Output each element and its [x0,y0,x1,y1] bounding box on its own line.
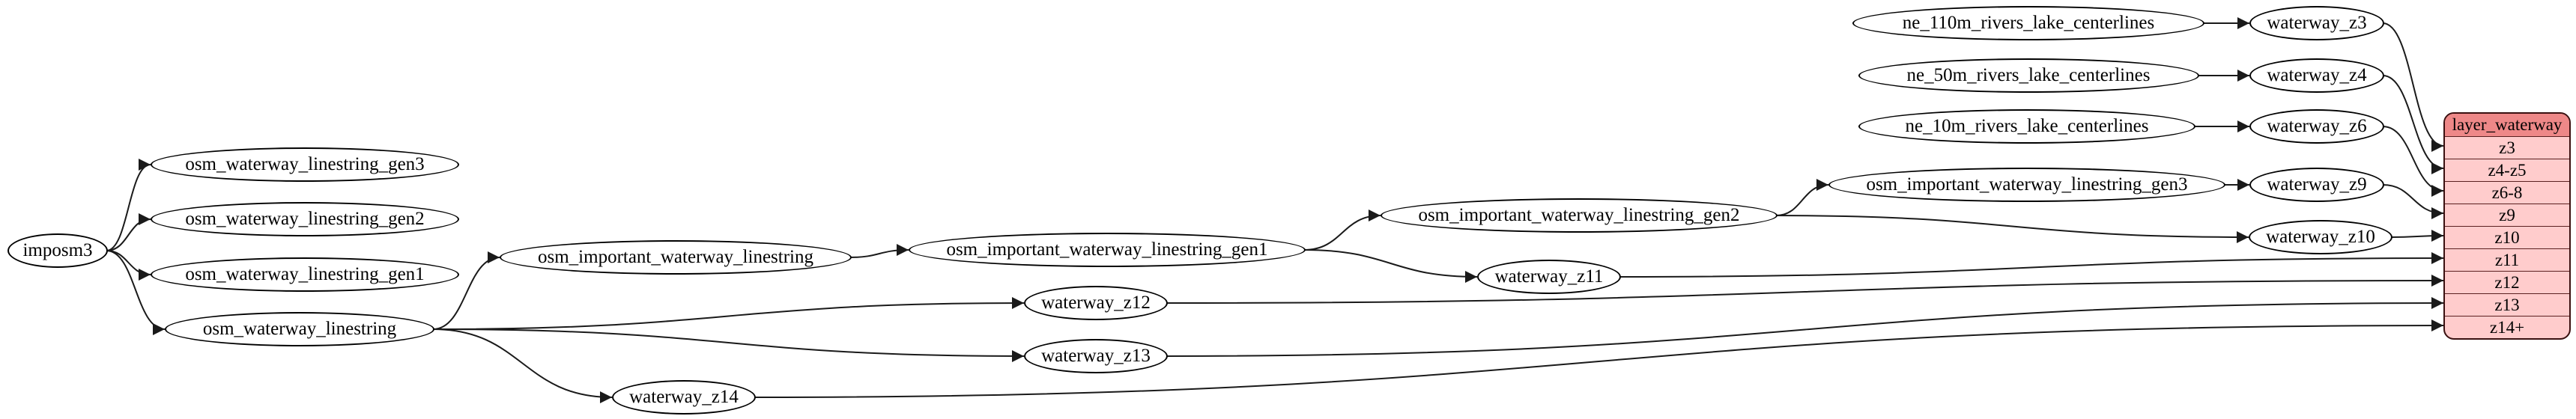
layer-table-row-label: z13 [2494,295,2520,314]
edge-osm_important_waterway_linestring_gen1-to-osm_important_waterway_linestring_gen2 [1303,210,1381,251]
node-waterway_z13: waterway_z13 [1024,339,1168,373]
node-label: ne_110m_rivers_lake_centerlines [1902,13,2155,33]
node-osm_waterway_linestring_gen1: osm_waterway_linestring_gen1 [151,257,459,292]
node-label: osm_waterway_linestring [202,319,397,339]
edge-osm_important_waterway_linestring_gen1-to-waterway_z11 [1303,249,1478,283]
node-waterway_z6: waterway_z6 [2249,109,2384,144]
edge-osm_waterway_linestring-to-waterway_z12 [432,297,1025,330]
node-label: waterway_z14 [629,387,739,407]
layer-table-row-label: z11 [2494,250,2520,269]
layer-table-row-z3: z3 [2445,136,2569,159]
edge-waterway_z12-to-layer_waterway-z12 [1166,275,2444,304]
edge-waterway_z10-to-layer_waterway-z10 [2390,230,2444,242]
node-osm_important_waterway_linestring_gen3: osm_important_waterway_linestring_gen3 [1828,168,2225,202]
edge-imposm3-to-osm_waterway_linestring_gen3 [106,159,151,251]
node-label: ne_50m_rivers_lake_centerlines [1906,65,2151,85]
layer-table-row-z10: z10 [2445,226,2569,248]
node-osm_waterway_linestring_gen2: osm_waterway_linestring_gen2 [151,202,459,236]
node-waterway_z12: waterway_z12 [1024,286,1168,320]
edge-waterway_z14-to-layer_waterway-z14+ [754,319,2444,398]
node-label: waterway_z13 [1041,346,1151,366]
edge-osm_waterway_linestring-to-waterway_z14 [432,328,613,403]
node-label: ne_10m_rivers_lake_centerlines [1905,116,2149,136]
layer-table-row-label: z10 [2494,227,2520,247]
node-label: osm_important_waterway_linestring_gen2 [1418,205,1740,225]
edge-waterway_z6-to-layer_waterway-z6-8 [2382,126,2444,197]
layer-table-row-z4-z5: z4-z5 [2445,159,2569,181]
node-osm_waterway_linestring_gen3: osm_waterway_linestring_gen3 [151,147,459,182]
node-ne_50m_rivers_lake_centerlines: ne_50m_rivers_lake_centerlines [1858,58,2199,93]
edge-waterway_z3-to-layer_waterway-z3 [2382,22,2444,152]
layer-table-row-label: z4-z5 [2488,160,2527,180]
edge-imposm3-to-osm_waterway_linestring [106,250,166,335]
layer-table-row-label: z3 [2499,138,2515,157]
layer-table-row-z11: z11 [2445,248,2569,271]
node-label: waterway_z11 [1494,266,1604,287]
edge-waterway_z13-to-layer_waterway-z13 [1166,297,2444,357]
node-label: waterway_z4 [2267,65,2367,85]
layer-table-row-z12: z12 [2445,271,2569,293]
node-imposm3: imposm3 [7,233,108,268]
node-ne_10m_rivers_lake_centerlines: ne_10m_rivers_lake_centerlines [1858,109,2195,144]
edge-imposm3-to-osm_waterway_linestring_gen2 [106,213,151,251]
edge-osm_important_waterway_linestring_gen2-to-osm_important_waterway_linestring_gen3 [1775,179,1829,216]
node-waterway_z4: waterway_z4 [2249,58,2384,93]
node-label: waterway_z6 [2267,116,2367,136]
layer-table-row-label: z12 [2494,272,2520,292]
edge-osm_important_waterway_linestring_gen2-to-waterway_z10 [1775,215,2249,243]
layer-table-row-label: z9 [2499,205,2515,224]
edge-osm_important_waterway_linestring-to-osm_important_waterway_linestring_gen1 [849,244,909,258]
node-osm_important_waterway_linestring_gen2: osm_important_waterway_linestring_gen2 [1381,198,1778,233]
node-waterway_z11: waterway_z11 [1477,260,1621,294]
node-ne_110m_rivers_lake_centerlines: ne_110m_rivers_lake_centerlines [1852,6,2204,40]
edge-osm_waterway_linestring-to-waterway_z13 [432,328,1025,362]
edge-osm_waterway_linestring-to-osm_important_waterway_linestring [432,251,500,330]
layer-table-header: layer_waterway [2445,114,2569,136]
edge-waterway_z9-to-layer_waterway-z9 [2382,184,2444,219]
node-label: osm_waterway_linestring_gen1 [185,264,425,284]
edge-waterway_z4-to-layer_waterway-z4-z5 [2382,75,2444,174]
node-label: waterway_z10 [2266,227,2375,247]
node-label: osm_waterway_linestring_gen2 [185,209,425,229]
node-waterway_z9: waterway_z9 [2249,168,2384,202]
node-osm_important_waterway_linestring_gen1: osm_important_waterway_linestring_gen1 [909,233,1306,267]
node-waterway_z3: waterway_z3 [2249,6,2384,40]
layer-table-row-z14+: z14+ [2445,316,2569,338]
layer-table-header-label: layer_waterway [2452,115,2563,134]
layer-table-layer_waterway: layer_waterway z3 z4-z5 z6-8 z9 z10 z11 z12 z13 z… [2443,112,2571,340]
layer-table-row-z9: z9 [2445,204,2569,226]
node-label: osm_important_waterway_linestring [538,247,813,267]
layer-table-row-z13: z13 [2445,293,2569,316]
node-waterway_z10: waterway_z10 [2249,220,2392,254]
node-waterway_z14: waterway_z14 [612,380,756,415]
node-label: waterway_z12 [1041,293,1151,313]
node-label: waterway_z3 [2267,13,2367,33]
node-osm_waterway_linestring: osm_waterway_linestring [165,312,434,346]
layer-table-row-z6-8: z6-8 [2445,181,2569,204]
layer-table-row-label: z14+ [2489,317,2525,337]
node-label: waterway_z9 [2267,174,2367,195]
node-label: osm_important_waterway_linestring_gen1 [946,239,1268,260]
node-label: osm_important_waterway_linestring_gen3 [1866,174,2188,195]
node-osm_important_waterway_linestring: osm_important_waterway_linestring [500,240,852,275]
edge-waterway_z11-to-layer_waterway-z11 [1619,252,2444,278]
node-label: imposm3 [22,240,93,260]
node-label: osm_waterway_linestring_gen3 [185,154,425,174]
layer-table-row-label: z6-8 [2491,183,2523,202]
